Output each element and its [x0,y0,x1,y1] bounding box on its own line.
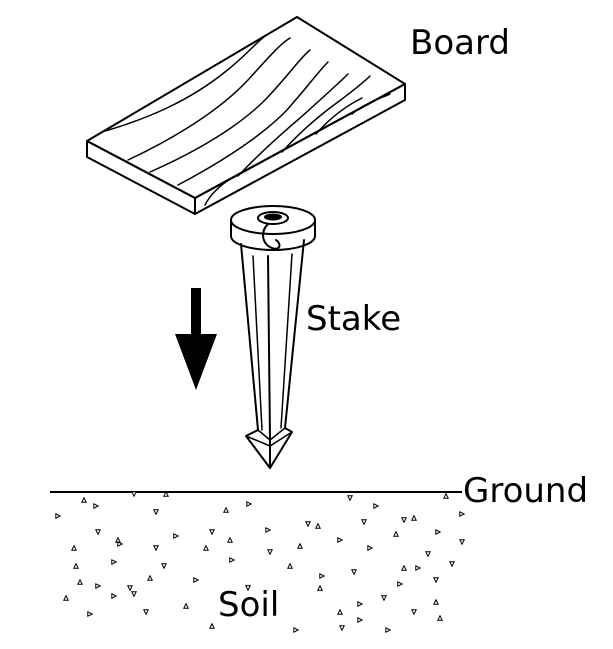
soil-speck [142,609,150,616]
soil-speck [130,591,138,598]
soil-speckles [55,490,466,634]
soil-speck [208,622,216,629]
soil-speck [304,521,312,528]
soil-speck [146,574,154,581]
soil-speck [357,616,364,624]
soil-speck [208,529,216,536]
soil-speck [229,556,236,564]
soil-speck [360,519,368,526]
soil-speck [367,544,374,552]
ground-label: Ground [463,471,588,511]
soil-speck [246,500,253,508]
soil-speck [350,569,358,576]
board-label: Board [410,23,510,63]
soil-speck [442,492,450,499]
soil-speck [152,509,160,516]
soil-speck [459,510,466,518]
soil-speck [76,578,84,585]
soil-speck [193,576,200,584]
soil-speck [202,544,210,551]
soil-label: Soil [218,585,279,625]
soil-speck [111,592,118,600]
soil-speck [397,580,404,588]
soil-speck [432,598,440,605]
soil-speck [373,502,380,510]
soil-speck [448,561,456,568]
soil-speck [380,595,388,602]
soil-speck [244,585,252,592]
soil-speck [424,551,432,558]
soil-speck [80,496,88,503]
soil-speck [319,572,326,580]
soil-speck [346,495,354,502]
soil-speck [87,610,94,618]
board-illustration [86,16,406,215]
soil-speck [400,517,408,524]
soil-speck [357,600,364,608]
soil-speck [182,602,190,609]
down-arrow-icon [175,288,217,390]
soil-speck [400,564,408,571]
soil-speck [117,540,124,548]
soil-speck [296,542,304,549]
soil-speck [410,514,418,521]
soil-speck [392,530,400,537]
soil-speck [111,558,118,566]
soil-speck [160,563,168,570]
soil-speck [432,577,440,584]
soil-speck [173,532,180,540]
soil-speck [338,625,346,632]
soil-speck [72,562,80,569]
soil-speck [314,522,322,529]
stake-label: Stake [306,299,401,339]
soil-speck [70,544,78,551]
soil-speck [126,585,134,592]
soil-speck [226,536,234,543]
soil-speck [436,614,444,621]
soil-speck [415,564,422,572]
soil-speck [293,626,300,634]
soil-speck [152,545,160,552]
soil-speck [94,529,102,536]
soil-speck [410,609,418,616]
soil-speck [93,502,100,510]
soil-speck [95,582,102,590]
soil-speck [435,528,442,536]
soil-speck [266,549,274,556]
soil-speck [385,626,392,634]
soil-speck [62,594,70,601]
soil-speck [130,491,138,498]
soil-speck [265,526,272,534]
soil-speck [458,539,466,546]
soil-speck [162,490,170,497]
soil-speck [222,506,230,513]
soil-speck [316,584,324,591]
soil-speck [336,608,344,615]
soil-speck [286,562,294,569]
soil-speck [337,536,344,544]
soil-speck [55,512,62,520]
stake-illustration [230,205,316,469]
wood-grain [104,33,391,206]
